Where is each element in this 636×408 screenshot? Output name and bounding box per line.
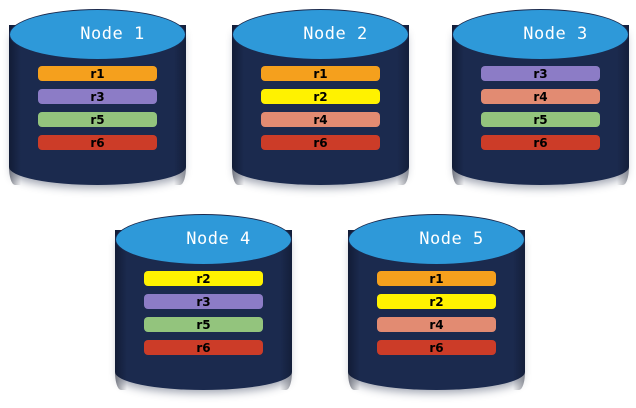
replica-label: r6 [196, 340, 211, 355]
replica-stack: r2 r3 r5 r6 [144, 271, 263, 355]
replica-bar-r4: r4 [377, 317, 496, 332]
database-node-3: Node 3 r3 r4 r5 r6 [452, 9, 629, 185]
replica-bar-r3: r3 [481, 66, 600, 81]
replica-stack: r3 r4 r5 r6 [481, 66, 600, 150]
replica-label: r2 [429, 294, 444, 309]
database-node-2: Node 2 r1 r2 r4 r6 [232, 9, 409, 185]
replica-bar-r3: r3 [38, 89, 157, 104]
database-node-1: Node 1 r1 r3 r5 r6 [9, 9, 186, 185]
replica-bar-r6: r6 [144, 340, 263, 355]
cylinder-top-cap: Node 1 [9, 9, 186, 60]
replica-stack: r1 r3 r5 r6 [38, 66, 157, 150]
replica-bar-r6: r6 [261, 135, 380, 150]
replica-bar-r6: r6 [377, 340, 496, 355]
replica-bar-r2: r2 [377, 294, 496, 309]
replica-label: r2 [313, 89, 328, 104]
replica-label: r5 [196, 317, 211, 332]
node-label: Node 4 [186, 229, 251, 249]
replica-label: r5 [533, 112, 548, 127]
replica-stack: r1 r2 r4 r6 [261, 66, 380, 150]
cylinder-top-cap: Node 3 [452, 9, 629, 60]
replica-label: r3 [533, 66, 548, 81]
replica-bar-r4: r4 [261, 112, 380, 127]
node-label: Node 1 [80, 24, 145, 44]
replica-bar-r1: r1 [261, 66, 380, 81]
replica-bar-r1: r1 [377, 271, 496, 286]
replica-label: r1 [313, 66, 328, 81]
replica-bar-r4: r4 [481, 89, 600, 104]
replica-bar-r3: r3 [144, 294, 263, 309]
replica-stack: r1 r2 r4 r6 [377, 271, 496, 355]
replica-bar-r5: r5 [38, 112, 157, 127]
database-node-5: Node 5 r1 r2 r4 r6 [348, 214, 525, 390]
node-label: Node 5 [419, 229, 484, 249]
replica-bar-r2: r2 [261, 89, 380, 104]
replica-label: r1 [429, 271, 444, 286]
replica-label: r1 [90, 66, 105, 81]
replica-label: r5 [90, 112, 105, 127]
replica-label: r2 [196, 271, 211, 286]
replica-label: r6 [533, 135, 548, 150]
replica-bar-r6: r6 [481, 135, 600, 150]
replica-bar-r5: r5 [144, 317, 263, 332]
node-label: Node 2 [303, 24, 368, 44]
cylinder-top-cap: Node 4 [115, 214, 292, 265]
replica-label: r6 [429, 340, 444, 355]
replica-label: r6 [313, 135, 328, 150]
replica-bar-r6: r6 [38, 135, 157, 150]
replica-bar-r1: r1 [38, 66, 157, 81]
node-label: Node 3 [523, 24, 588, 44]
replica-label: r6 [90, 135, 105, 150]
replica-label: r3 [90, 89, 105, 104]
database-node-4: Node 4 r2 r3 r5 r6 [115, 214, 292, 390]
replica-bar-r2: r2 [144, 271, 263, 286]
cylinder-top-cap: Node 5 [348, 214, 525, 265]
replica-label: r4 [533, 89, 548, 104]
replica-bar-r5: r5 [481, 112, 600, 127]
replica-label: r4 [313, 112, 328, 127]
replica-label: r4 [429, 317, 444, 332]
replica-label: r3 [196, 294, 211, 309]
cylinder-top-cap: Node 2 [232, 9, 409, 60]
